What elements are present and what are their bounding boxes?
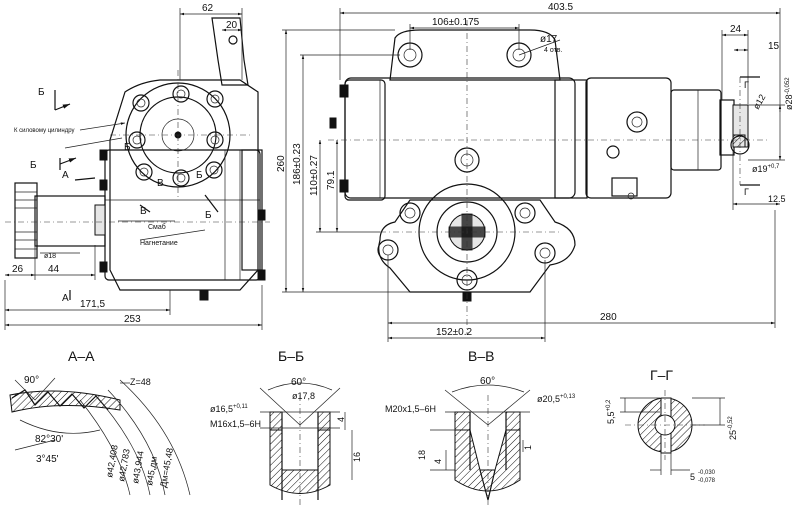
bb-dim-4: 4 xyxy=(336,417,346,422)
aa-d42-783: ø42,783 xyxy=(116,448,132,482)
section-mark-b3: Б xyxy=(124,142,131,153)
section-mark-a1: А xyxy=(62,170,69,181)
vv-m20: M20x1,5–6H xyxy=(385,404,436,414)
dim-79-1: 79.1 xyxy=(326,170,337,190)
dim-d12: ø12 xyxy=(751,93,767,111)
dim-24: 24 xyxy=(730,24,742,35)
aa-angle-90: 90° xyxy=(24,375,39,386)
dim-26: 26 xyxy=(12,264,24,275)
label-smab: Смаб xyxy=(148,223,166,231)
section-mark-b4: Б xyxy=(196,170,203,181)
section-mark-v2: В xyxy=(140,206,147,217)
section-gg xyxy=(620,390,725,475)
section-mark-v1: В xyxy=(157,178,164,189)
aa-d43-944: ø43,944 xyxy=(130,450,146,484)
vv-dim-18: 18 xyxy=(417,450,427,460)
bb-d17-8: ø17,8 xyxy=(292,391,315,401)
vv-angle-60: 60° xyxy=(480,376,495,387)
dim-4-holes: 4 отв. xyxy=(544,47,563,54)
dim-d18: ø18 xyxy=(44,253,56,260)
vv-d20-5: ø20,5+0,13 xyxy=(537,394,576,404)
dim-110: 110±0.27 xyxy=(309,155,320,196)
gg-dim-25: 25-0,52 xyxy=(728,416,738,440)
section-bb xyxy=(259,382,353,505)
gg-dim-5-tol-upper: -0,030 xyxy=(698,470,716,476)
section-mark-g2: Г xyxy=(744,187,749,197)
dim-186: 186±0.23 xyxy=(292,143,303,185)
dim-d19: ø19+0,7 xyxy=(752,164,780,174)
dim-171-5: 171,5 xyxy=(80,299,105,310)
section-mark-b1: Б xyxy=(38,87,45,98)
dim-280: 280 xyxy=(600,312,617,323)
bolt-holes xyxy=(128,85,224,187)
dim-d28: ø28-0,052 xyxy=(784,77,794,110)
vv-dim-1: 1 xyxy=(523,445,533,450)
dim-260: 260 xyxy=(276,155,287,172)
aa-angle-3-45: 3°45' xyxy=(36,454,59,465)
section-mark-a2: А xyxy=(62,293,69,304)
bb-d16-5: ø16,5+0,11 xyxy=(210,404,248,414)
section-aa-title: А–А xyxy=(68,348,95,364)
section-gg-title: Г–Г xyxy=(650,367,673,383)
bb-angle-60: 60° xyxy=(291,377,306,388)
label-nagnetanie: Нагнетание xyxy=(140,240,178,247)
dim-20: 20 xyxy=(226,20,238,31)
dim-44: 44 xyxy=(48,264,60,275)
section-bb-title: Б–Б xyxy=(278,348,304,364)
section-mark-b2: Б xyxy=(30,160,37,171)
dim-106: 106±0.175 xyxy=(432,17,480,28)
section-mark-g1: Г xyxy=(744,80,749,90)
gg-dim-5-5: 5,5+0,2 xyxy=(606,399,616,424)
section-mark-b5: Б xyxy=(205,210,212,221)
vv-dim-4: 4 xyxy=(433,459,443,464)
gg-dim-5: 5 xyxy=(690,472,695,482)
dim-12-5: 12.5 xyxy=(768,194,786,204)
section-vv xyxy=(430,384,531,505)
bb-dim-16: 16 xyxy=(352,452,362,462)
aa-angle-82-30: 82°30' xyxy=(35,434,63,445)
label-to-cylinder: К силовому цилиндру xyxy=(14,128,74,134)
dim-15: 15 xyxy=(768,41,780,52)
dim-253: 253 xyxy=(124,314,141,325)
section-aa xyxy=(9,377,191,496)
right-view xyxy=(282,8,785,342)
section-vv-title: В–В xyxy=(468,348,494,364)
dim-152: 152±0.2 xyxy=(436,327,473,338)
dim-62: 62 xyxy=(202,3,214,14)
aa-d45: ø45,дм xyxy=(144,456,159,487)
aa-d45-48: Дм=45,48 xyxy=(158,447,175,488)
bb-m16: M16x1,5–6H xyxy=(210,419,261,429)
left-view xyxy=(4,8,270,330)
aa-z48: Z=48 xyxy=(130,377,151,387)
dim-403-5: 403.5 xyxy=(548,2,573,13)
gg-dim-5-tol-lower: -0,078 xyxy=(698,478,716,484)
dim-d17: ø17 xyxy=(540,34,558,45)
